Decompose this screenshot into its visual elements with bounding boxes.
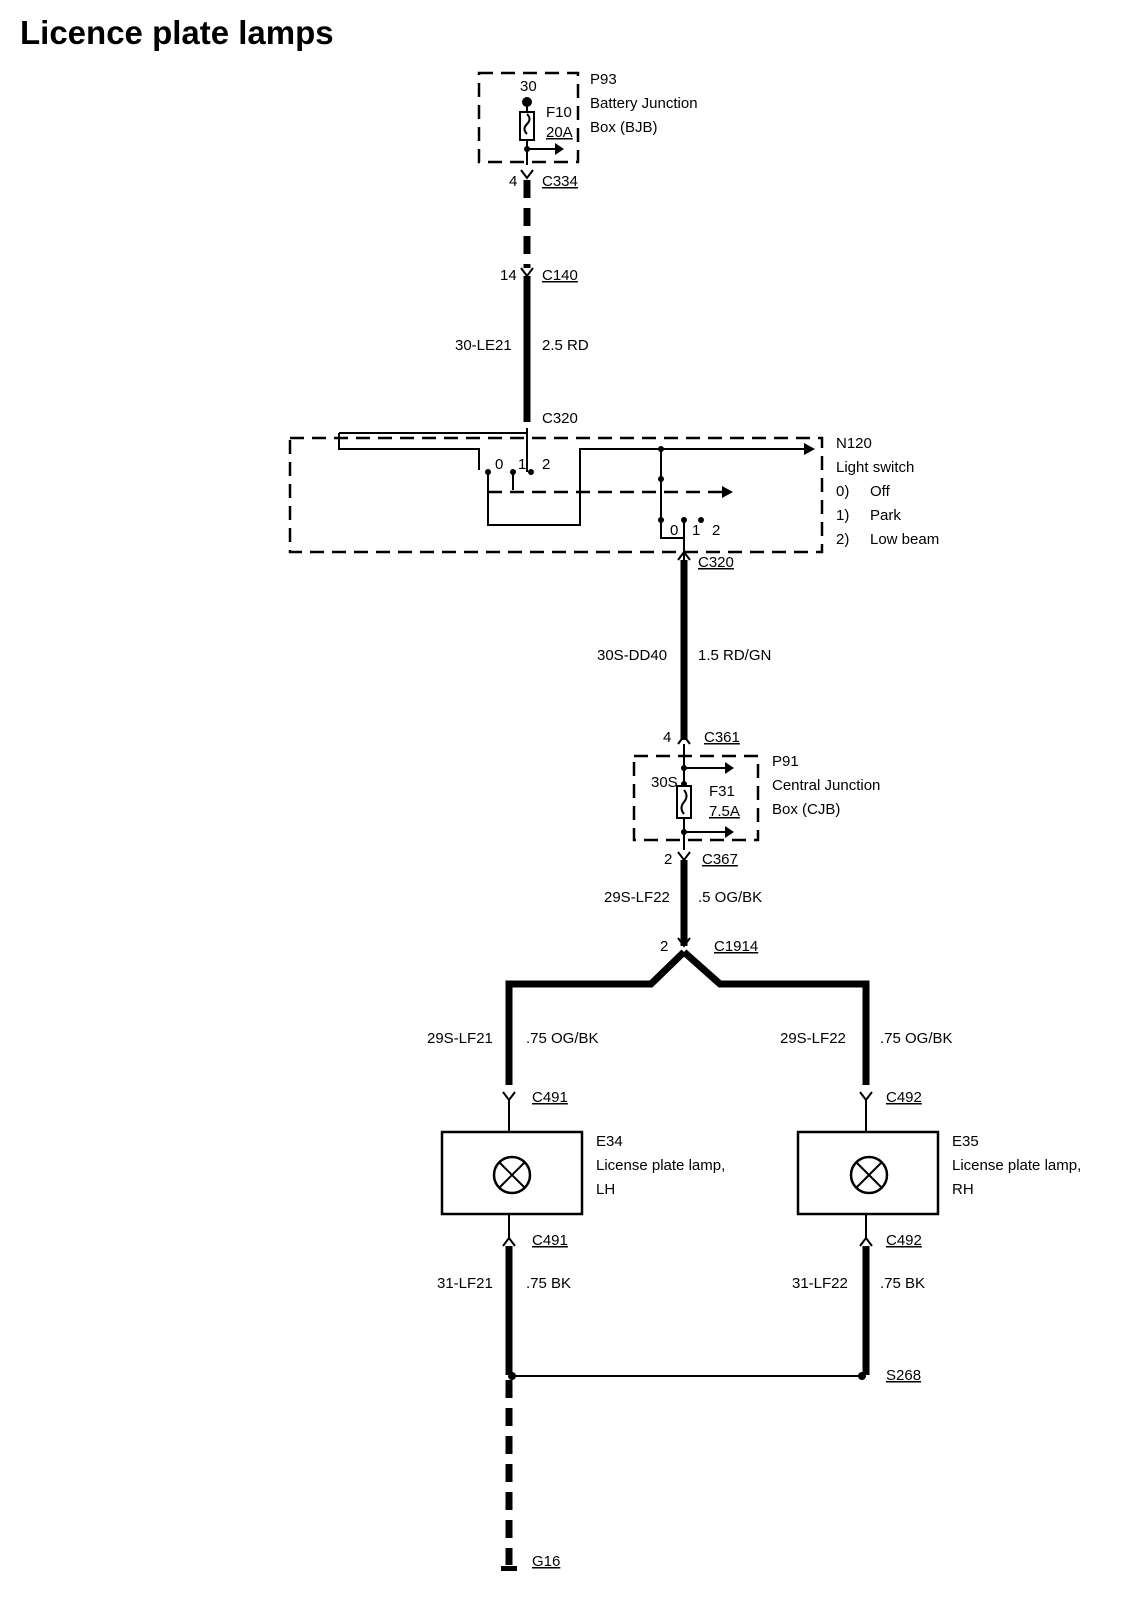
c1914-pin: 2: [660, 938, 668, 955]
right-lamp-line1: License plate lamp,: [952, 1157, 1081, 1174]
wire1-circuit: 30-LE21: [455, 337, 512, 354]
cjb-line2: Box (CJB): [772, 801, 840, 818]
left-spec: .75 OG/BK: [526, 1030, 599, 1047]
switch-state-2-label: Low beam: [870, 531, 939, 548]
arrow-icon: [804, 443, 815, 455]
c361-pin: 4: [663, 729, 671, 746]
c367-connector-icon: [677, 851, 691, 862]
arrow-icon: [725, 762, 734, 774]
wire3-spec: .5 OG/BK: [698, 889, 762, 906]
page-title: Licence plate lamps: [20, 14, 334, 51]
left-lamp-line2: LH: [596, 1181, 615, 1198]
bjb-fuse: F10: [546, 104, 572, 121]
c367-pin: 2: [664, 851, 672, 868]
c491-bottom-connector-icon: [502, 1236, 516, 1247]
battery-junction-box: 30 F10 20A P93 Battery Junction Box (BJB…: [477, 71, 698, 165]
c334-pin: 4: [509, 173, 517, 190]
switch-state-2-code: 2): [836, 531, 849, 548]
bjb-outline: [477, 71, 580, 164]
ground-icon: [501, 1566, 517, 1571]
right-spec: .75 OG/BK: [880, 1030, 953, 1047]
switch-state-0-code: 0): [836, 483, 849, 500]
bjb-id: P93: [590, 71, 617, 88]
switch-state-0-label: Off: [870, 483, 891, 500]
c320-connector-icon: [677, 550, 691, 561]
left-circuit: 29S-LF21: [427, 1030, 493, 1047]
left-conn-bottom: C491: [532, 1232, 568, 1249]
c361-connector-icon: [677, 734, 691, 745]
c361-label: C361: [704, 729, 740, 746]
switch-a-contact-0: 0: [495, 456, 503, 473]
cjb-pin: 30S: [651, 774, 678, 791]
arrow-icon: [725, 826, 734, 838]
right-circuit: 29S-LF22: [780, 1030, 846, 1047]
right-branch: 29S-LF22 .75 OG/BK C492 E35 License plat…: [780, 1030, 1081, 1375]
switch-state-1-label: Park: [870, 507, 901, 524]
c320-bottom-label: C320: [698, 554, 734, 571]
right-conn-top: C492: [886, 1089, 922, 1106]
right-conn-bottom: C492: [886, 1232, 922, 1249]
switch-a-contact-2: 2: [542, 456, 550, 473]
c334-connector-icon: [520, 169, 534, 180]
left-lamp-line1: License plate lamp,: [596, 1157, 725, 1174]
switch-id: N120: [836, 435, 872, 452]
right-lamp-id: E35: [952, 1133, 979, 1150]
switch-b-contact-0: 0: [670, 522, 678, 539]
cjb-line1: Central Junction: [772, 777, 880, 794]
splice-label: S268: [886, 1367, 921, 1384]
left-ground-circuit: 31-LF21: [437, 1275, 493, 1292]
cjb-rating: 7.5A: [709, 803, 740, 820]
right-ground-circuit: 31-LF22: [792, 1275, 848, 1292]
fuse-f10-icon: [519, 111, 535, 141]
c1914-connector-icon: [677, 937, 691, 948]
wire2-spec: 1.5 RD/GN: [698, 647, 771, 664]
right-lamp-line2: RH: [952, 1181, 974, 1198]
cjb-fuse: F31: [709, 783, 735, 800]
left-branch: 29S-LF21 .75 OG/BK C491 E34 License plat…: [427, 1030, 725, 1375]
switch-a-contact-1: 1: [518, 456, 526, 473]
c1914-label: C1914: [714, 938, 758, 955]
lamp-e35-icon: [849, 1155, 889, 1195]
c334-label: C334: [542, 173, 578, 190]
wire1-spec: 2.5 RD: [542, 337, 589, 354]
cjb-outline: [632, 754, 760, 842]
bjb-pin: 30: [520, 78, 537, 95]
c491-top-connector-icon: [502, 1091, 516, 1102]
wire2-circuit: 30S-DD40: [597, 647, 667, 664]
c140-pin: 14: [500, 267, 517, 284]
bjb-rating: 20A: [546, 124, 573, 141]
switch-outline: [288, 436, 824, 554]
wire-branch-left: [505, 949, 687, 1085]
c140-label: C140: [542, 267, 578, 284]
c320-top-label: C320: [542, 410, 578, 427]
c492-bottom-connector-icon: [859, 1236, 873, 1247]
lamp-e34-icon: [492, 1155, 532, 1195]
central-junction-box: 30S F31 7.5A P91 Central Junction Box (C…: [632, 744, 880, 850]
ground-label: G16: [532, 1553, 560, 1570]
switch-state-1-code: 1): [836, 507, 849, 524]
c492-top-connector-icon: [859, 1091, 873, 1102]
bjb-line2: Box (BJB): [590, 119, 658, 136]
left-ground-spec: .75 BK: [526, 1275, 571, 1292]
cjb-id: P91: [772, 753, 799, 770]
switch-name: Light switch: [836, 459, 914, 476]
switch-b-contact-1: 1: [692, 522, 700, 539]
c140-connector-icon: [520, 267, 534, 278]
left-lamp-id: E34: [596, 1133, 623, 1150]
wire3-circuit: 29S-LF22: [604, 889, 670, 906]
bjb-line1: Battery Junction: [590, 95, 698, 112]
right-ground-spec: .75 BK: [880, 1275, 925, 1292]
left-conn-top: C491: [532, 1089, 568, 1106]
switch-b-contact-2: 2: [712, 522, 720, 539]
splice-node-right: [858, 1372, 866, 1380]
wire-branch-right: [681, 949, 870, 1085]
splice-node-left: [508, 1372, 516, 1380]
light-switch: 0 1 2 0 1 2 N120 Light switch 0) Off 1) …: [288, 428, 939, 560]
arrow-icon: [722, 486, 733, 498]
arrow-icon: [555, 143, 564, 155]
c367-label: C367: [702, 851, 738, 868]
